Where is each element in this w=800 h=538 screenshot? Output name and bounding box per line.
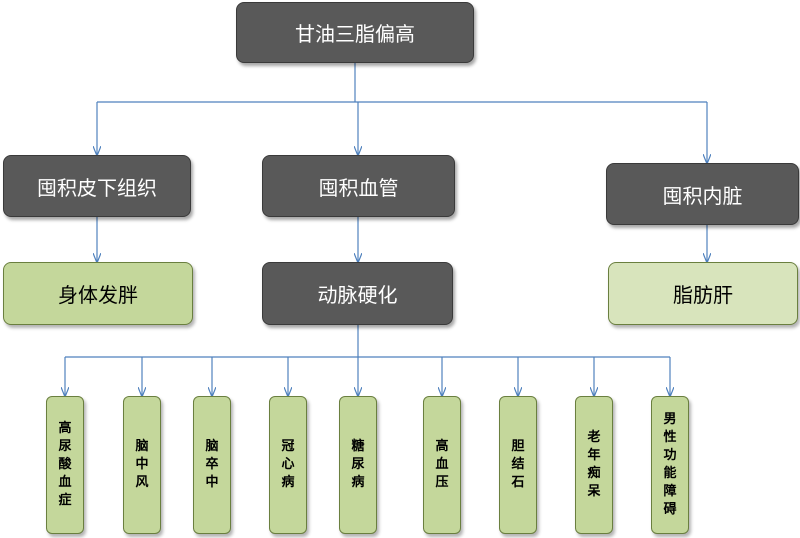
result-arteriosclerosis: 动脉硬化 — [262, 262, 453, 325]
disease-label: 男性功能障碍 — [663, 412, 677, 517]
result-fatty-liver: 脂肪肝 — [608, 262, 798, 325]
disease-label: 老年痴呆 — [587, 430, 601, 499]
branch-subcutaneous: 囤积皮下组织 — [3, 155, 191, 217]
branch-subcutaneous-label: 囤积皮下组织 — [37, 175, 157, 200]
disease-label: 高血压 — [435, 439, 449, 490]
disease-item: 胆结石 — [499, 396, 537, 534]
disease-item: 男性功能障碍 — [651, 396, 689, 534]
disease-item: 老年痴呆 — [575, 396, 613, 534]
disease-label: 冠心病 — [281, 439, 295, 490]
disease-label: 脑中风 — [135, 439, 149, 490]
disease-item: 脑中风 — [123, 396, 161, 534]
result-fatty-liver-label: 脂肪肝 — [673, 283, 733, 307]
branch-internal-organs: 囤积内脏 — [606, 163, 799, 225]
result-obesity-label: 身体发胖 — [58, 283, 138, 307]
root-node: 甘油三脂偏高 — [236, 2, 474, 63]
disease-item: 高血压 — [423, 396, 461, 534]
root-label: 甘油三脂偏高 — [295, 22, 415, 46]
result-arteriosclerosis-label: 动脉硬化 — [317, 283, 398, 307]
disease-label: 高尿酸血症 — [58, 421, 72, 508]
disease-item: 糖尿病 — [339, 396, 377, 534]
disease-label: 糖尿病 — [351, 439, 365, 490]
disease-item: 脑卒中 — [193, 396, 231, 534]
branch-internal-organs-label: 囤积内脏 — [662, 183, 743, 208]
disease-item: 冠心病 — [269, 396, 307, 534]
branch-blood-vessel: 囤积血管 — [262, 155, 455, 217]
branch-blood-vessel-label: 囤积血管 — [318, 175, 399, 200]
disease-label: 脑卒中 — [205, 439, 219, 490]
disease-item: 高尿酸血症 — [46, 396, 84, 534]
disease-label: 胆结石 — [511, 439, 525, 490]
result-obesity: 身体发胖 — [3, 262, 193, 325]
